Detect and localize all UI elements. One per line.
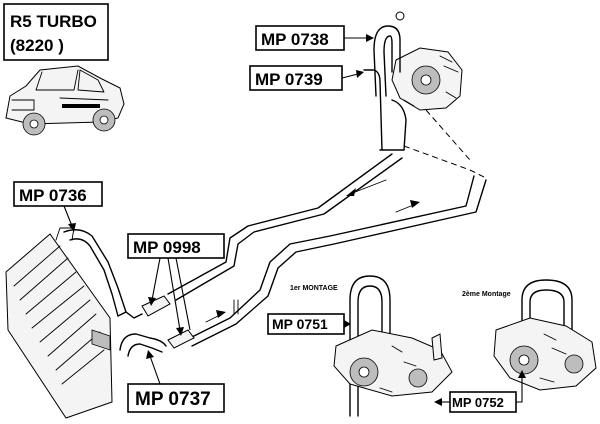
title-line-1: R5 TURBO	[10, 12, 97, 31]
pump-first-montage	[333, 275, 453, 417]
label-mp0736: MP 0736	[13, 181, 103, 232]
pump-hub	[420, 74, 432, 86]
hose-mp0739-outer	[363, 69, 383, 151]
title-frame	[3, 3, 109, 61]
leader-mp0752-left-head	[434, 398, 442, 406]
label-mp0998: MP 0998	[127, 233, 225, 336]
radiator-outlet	[91, 329, 111, 351]
hose-mp0736-outer	[63, 229, 127, 313]
hose-mp0736-end	[117, 311, 143, 319]
bleed-pipe	[233, 299, 239, 315]
car-window-rear	[77, 69, 105, 93]
flow-arrow-left-head	[346, 188, 356, 196]
hose-mp0738-outer	[373, 25, 401, 97]
pump-ribs	[403, 55, 459, 107]
tube-upper-a	[167, 153, 393, 295]
hose-mp0736-inner	[69, 238, 119, 317]
radiator-fins	[13, 245, 105, 385]
leader-mp0739	[341, 73, 359, 79]
flow-arrows	[205, 179, 420, 323]
car-window-front	[35, 69, 79, 91]
title-line-2: (8220 )	[10, 36, 64, 55]
label-mp0751-text: MP 0751	[272, 316, 328, 332]
montage1-hose-inner	[357, 285, 383, 417]
long-tubes	[167, 153, 487, 347]
radiator	[5, 227, 113, 419]
leader-mp0998-c	[175, 257, 191, 331]
label-mp0739: MP 0739	[249, 65, 364, 91]
dashed-line-engine-2	[425, 109, 471, 161]
label-mp0737: MP 0737	[127, 350, 225, 413]
leader-mp0752-right-head	[518, 370, 526, 378]
leader-mp0752-right	[516, 376, 523, 403]
montage1-hose-outer	[349, 275, 391, 417]
label-mp0751: MP 0751	[267, 313, 351, 335]
hose-mp0739-inner	[391, 99, 407, 151]
leader-mp0751-head	[344, 320, 351, 328]
leader-mp0736	[63, 205, 73, 227]
montage2-hub	[518, 354, 530, 366]
label-mp0752: MP 0752	[434, 370, 526, 413]
leader-mp0737-head	[146, 350, 154, 359]
caption-first-montage: 1er MONTAGE	[290, 285, 338, 292]
label-mp0738-text: MP 0738	[261, 30, 329, 49]
hose-mp0737-outer	[119, 333, 167, 351]
title-box: R5 TURBO (8220 )	[3, 3, 109, 61]
montage1-ribs	[379, 345, 417, 393]
hose-mp0738-inner	[383, 35, 393, 97]
montage2-housing-boss	[564, 354, 584, 374]
tube-lower-a	[185, 175, 475, 341]
dashed-line-engine-1	[403, 145, 487, 179]
leader-mp0738-head	[366, 34, 374, 42]
montage1-hub	[358, 366, 370, 378]
label-mp0738-box	[255, 25, 345, 51]
radiator-filler-neck	[55, 227, 75, 241]
hose-clip-top	[395, 11, 405, 21]
car-wheel-front-hub	[29, 119, 39, 129]
leader-mp0998-b-head	[176, 327, 184, 336]
car-body	[5, 65, 125, 125]
car-illustration	[5, 65, 125, 136]
pump-second-montage	[493, 279, 597, 391]
caption-second-montage: 2ème Montage	[462, 291, 511, 298]
montage2-hose-outer	[521, 279, 573, 339]
leader-mp0736-head	[68, 223, 76, 232]
leader-mp0998-a-head	[148, 297, 156, 306]
flow-arrow-left-shaft	[349, 179, 387, 195]
car-decal	[62, 104, 100, 108]
leader-mp0737	[149, 355, 161, 385]
car-stripe	[59, 97, 109, 101]
flow-arrow-lower-head	[216, 310, 226, 318]
label-mp0998-text: MP 0998	[133, 238, 201, 257]
leader-mp0739-head	[356, 70, 364, 78]
montage1-outlet	[431, 333, 443, 361]
flow-arrow-right-head	[410, 200, 420, 208]
hose-mp0737-inner	[127, 343, 163, 357]
label-mp0737-text: MP 0737	[135, 389, 211, 410]
tube-upper-b	[175, 157, 403, 301]
label-mp0737-box	[127, 383, 225, 413]
label-mp0738: MP 0738	[255, 25, 374, 51]
connector-mp0998-a	[141, 295, 171, 317]
car-wheel-rear-hub	[99, 115, 109, 125]
tube-lower-b	[191, 179, 487, 347]
label-mp0739-text: MP 0739	[255, 70, 323, 89]
leader-mp0998-a	[151, 257, 161, 301]
leader-mp0998-b	[167, 257, 181, 331]
label-mp0736-box	[13, 181, 103, 207]
car-grille	[11, 99, 35, 111]
engine-water-pump	[391, 11, 463, 111]
montage1-housing-boss	[408, 368, 428, 388]
label-mp0736-text: MP 0736	[19, 186, 87, 205]
label-mp0752-text: MP 0752	[452, 395, 504, 410]
montage2-ribs	[539, 333, 567, 383]
montage2-hose-inner	[529, 289, 565, 339]
